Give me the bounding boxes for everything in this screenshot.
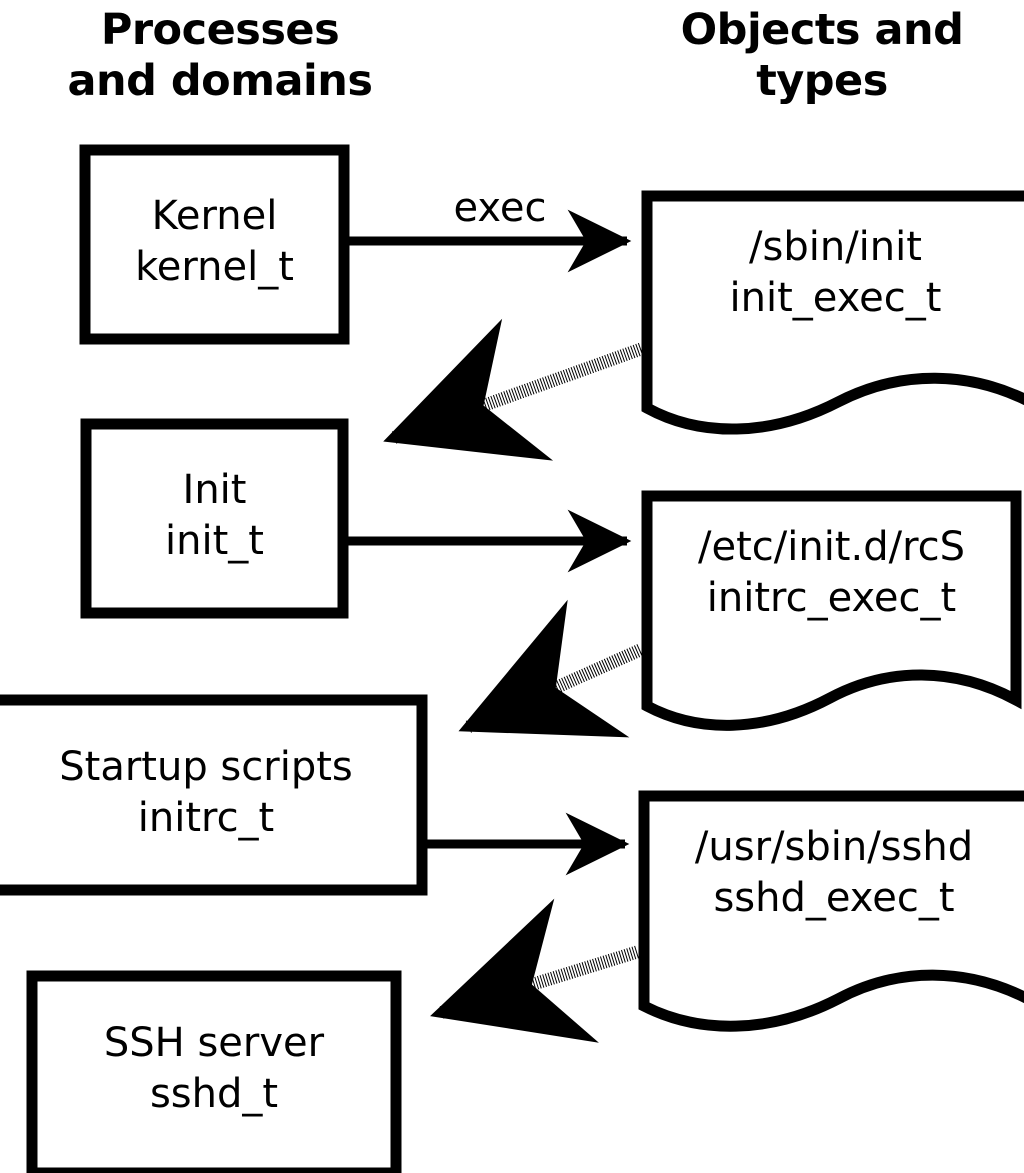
process-node-initrc bbox=[0, 694, 428, 896]
process-node-kernel-hit[interactable] bbox=[85, 150, 344, 339]
object-node-initrc-exec bbox=[641, 490, 1022, 731]
process-node-kernel bbox=[79, 144, 350, 345]
edge-initrc-exec-to-initrc bbox=[458, 599, 643, 738]
object-node-init-exec-hit[interactable] bbox=[647, 196, 1024, 408]
process-node-init-hit[interactable] bbox=[86, 424, 343, 613]
process-node-initrc-hit[interactable] bbox=[0, 700, 422, 890]
object-node-init-exec bbox=[641, 190, 1024, 435]
edge-init-exec-to-init bbox=[383, 318, 644, 461]
edge-label-exec: exec bbox=[453, 185, 547, 231]
edge-sshd-exec-to-sshd bbox=[430, 898, 639, 1043]
column-header-processes: Processes and domains bbox=[67, 5, 373, 106]
process-node-init bbox=[80, 418, 349, 619]
column-header-objects: Objects and types bbox=[680, 5, 964, 106]
object-node-initrc-exec-hit[interactable] bbox=[647, 496, 1016, 706]
object-node-sshd-exec-hit[interactable] bbox=[644, 796, 1024, 1006]
process-node-sshd-hit[interactable] bbox=[32, 976, 396, 1168]
object-node-sshd-exec bbox=[638, 790, 1024, 1032]
process-node-sshd bbox=[26, 970, 402, 1173]
